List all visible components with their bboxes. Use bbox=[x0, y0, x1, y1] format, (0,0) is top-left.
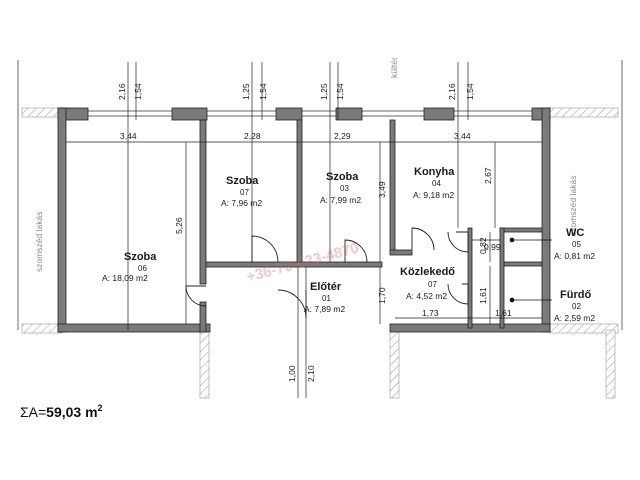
dim-bottom-left: 1,73 bbox=[422, 308, 439, 318]
svg-text:Közlekedő: Közlekedő bbox=[400, 266, 455, 278]
dim-window-3a: 1,25 bbox=[319, 83, 329, 100]
room-kozlekedo: Közlekedő 07 A: 4,52 m2 bbox=[400, 266, 455, 301]
room-konyha: Konyha 04 A: 9,18 m2 bbox=[413, 166, 455, 200]
dim-top-width-3: 2,29 bbox=[334, 131, 351, 141]
svg-text:A: 2,59 m2: A: 2,59 m2 bbox=[554, 313, 595, 323]
dimension-lines bbox=[66, 62, 542, 398]
svg-text:WC: WC bbox=[566, 227, 584, 239]
svg-text:01: 01 bbox=[322, 294, 331, 303]
neighbor-label-left: szomszéd lakás bbox=[34, 212, 44, 272]
page-frame bbox=[17, 60, 623, 330]
total-area: ΣA=59,03 m2 bbox=[20, 403, 103, 420]
doors bbox=[185, 227, 469, 319]
svg-text:02: 02 bbox=[572, 302, 581, 311]
dim-top-width-4: 3,44 bbox=[454, 131, 471, 141]
dim-window-3b: 1,54 bbox=[335, 83, 345, 100]
svg-text:06: 06 bbox=[138, 264, 147, 273]
svg-text:A: 18,09 m2: A: 18,09 m2 bbox=[102, 273, 148, 283]
svg-text:A: 7,99 m2: A: 7,99 m2 bbox=[320, 195, 361, 205]
dim-room06-depth: 5,26 bbox=[174, 217, 184, 234]
svg-text:07: 07 bbox=[240, 188, 249, 197]
leader-lines bbox=[509, 237, 552, 303]
dim-konyha-depth: 2,67 bbox=[483, 167, 493, 184]
svg-text:Szoba: Szoba bbox=[226, 175, 259, 187]
svg-text:A: 7,89 m2: A: 7,89 m2 bbox=[304, 304, 345, 314]
dim-entrance-b: 2,10 bbox=[306, 365, 316, 382]
dim-eloter-depth: 1,70 bbox=[377, 287, 387, 304]
svg-text:A: 7,96 m2: A: 7,96 m2 bbox=[221, 198, 262, 208]
neighbor-walls bbox=[21, 107, 619, 399]
windows bbox=[88, 110, 532, 117]
svg-text:05: 05 bbox=[572, 240, 581, 249]
room-szoba-07: Szoba 07 A: 7,96 m2 bbox=[221, 175, 262, 208]
svg-text:A: 9,18 m2: A: 9,18 m2 bbox=[413, 190, 454, 200]
svg-text:04: 04 bbox=[432, 179, 441, 188]
dim-entrance-a: 1,00 bbox=[287, 365, 297, 382]
dim-wc-width: 0,99 bbox=[484, 242, 501, 252]
dim-furdo-depth: 1,61 bbox=[478, 287, 488, 304]
dim-top-width-2: 2,28 bbox=[244, 131, 261, 141]
svg-text:Előtér: Előtér bbox=[310, 281, 342, 293]
dim-bottom-right: 1,61 bbox=[495, 308, 512, 318]
svg-text:07: 07 bbox=[428, 280, 437, 289]
dim-window-1b: 1,54 bbox=[133, 83, 143, 100]
dim-window-4b: 1,54 bbox=[465, 83, 475, 100]
room-wc: WC 05 A: 0,81 m2 bbox=[554, 227, 595, 261]
room-szoba-03: Szoba 03 A: 7,99 m2 bbox=[320, 171, 361, 205]
room-eloter: Előtér 01 A: 7,89 m2 bbox=[304, 281, 345, 314]
svg-text:A: 4,52 m2: A: 4,52 m2 bbox=[406, 291, 447, 301]
svg-text:Szoba: Szoba bbox=[326, 171, 359, 183]
dim-window-2a: 1,25 bbox=[241, 83, 251, 100]
svg-text:A: 0,81 m2: A: 0,81 m2 bbox=[554, 251, 595, 261]
neighbor-label-right: szomszéd lakás bbox=[568, 176, 578, 236]
dim-top-width-1: 3,44 bbox=[120, 131, 137, 141]
svg-text:Fürdő: Fürdő bbox=[560, 289, 591, 301]
dim-window-4a: 2,16 bbox=[447, 83, 457, 100]
dim-window-2b: 1,54 bbox=[258, 83, 268, 100]
walls bbox=[57, 107, 551, 333]
room-furdo: Fürdő 02 A: 2,59 m2 bbox=[554, 289, 595, 323]
room-szoba-06: Szoba 06 A: 18,09 m2 bbox=[102, 251, 157, 283]
dim-wc-depth: 0,82 bbox=[478, 237, 488, 254]
svg-text:Szoba: Szoba bbox=[124, 251, 157, 263]
svg-text:03: 03 bbox=[340, 184, 349, 193]
svg-text:Konyha: Konyha bbox=[414, 166, 455, 178]
dim-window-1a: 2,16 bbox=[117, 83, 127, 100]
outside-label: kültér bbox=[389, 57, 399, 78]
dim-szoba03-depth: 3,49 bbox=[377, 181, 387, 198]
